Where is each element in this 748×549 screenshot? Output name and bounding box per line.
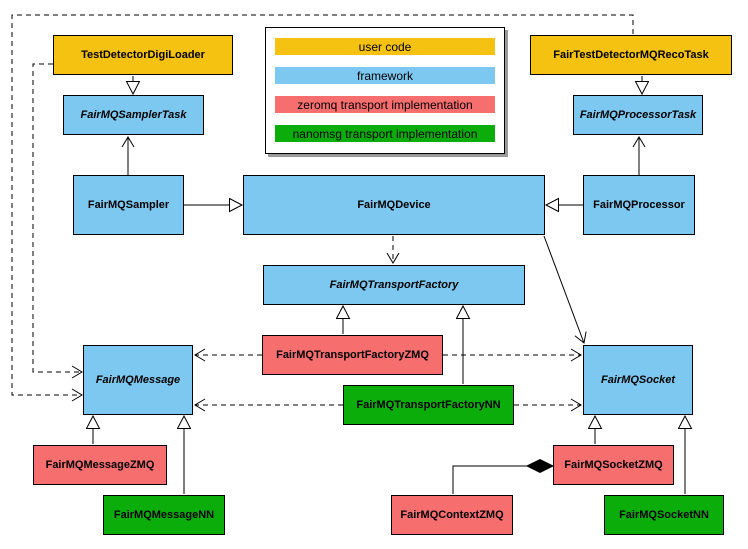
legend-label: user code [358,39,412,54]
node-label: FairMQMessageZMQ [45,459,155,471]
node-fairmqsamplertask: FairMQSamplerTask [63,95,204,135]
node-label: FairMQTransportFactoryZMQ [276,349,429,361]
node-label: FairTestDetectorMQRecoTask [553,49,709,61]
node-fairmqsocketzmq: FairMQSocketZMQ [553,445,674,485]
node-label: FairMQProcessorTask [579,109,697,121]
node-fairmqtransportfactoryzmq: FairMQTransportFactoryZMQ [262,335,443,375]
node-label: FairMQSocketZMQ [564,459,663,471]
node-fairmqprocessortask: FairMQProcessorTask [573,95,703,135]
edge-digiloader-message [32,63,83,379]
node-label: FairMQSamplerTask [80,109,187,121]
node-fairmqtransportfactory: FairMQTransportFactory [263,265,525,305]
legend-item-zeromq: zeromq transport implementation [275,96,495,113]
legend-label: nanomsg transport implementation [292,126,478,141]
node-label: FairMQProcessor [593,199,685,211]
legend: user code framework zeromq transport imp… [265,27,505,154]
edge-recotask-message [11,14,634,402]
edge-contextzmq-socketzmq [452,465,527,494]
node-label: FairMQSocket [601,374,675,386]
composition-diamond [525,458,555,474]
node-fairmqsocket: FairMQSocket [583,345,693,415]
node-fairmqcontextzmq: FairMQContextZMQ [391,495,513,535]
legend-item-nanomsg: nanomsg transport implementation [275,125,495,142]
node-label: FairMQMessage [95,374,181,386]
legend-item-user-code: user code [275,38,495,55]
node-fairmqmessagezmq: FairMQMessageZMQ [33,445,167,485]
node-fairtestdetectormqrecotask: FairTestDetectorMQRecoTask [530,35,732,75]
node-label: TestDetectorDigiLoader [81,49,205,61]
legend-item-framework: framework [275,67,495,84]
legend-label: zeromq transport implementation [297,97,473,112]
node-fairmqdevice: FairMQDevice [243,175,545,235]
node-label: FairMQContextZMQ [400,509,504,521]
node-fairmqprocessor: FairMQProcessor [583,175,695,235]
node-fairmqsampler: FairMQSampler [73,175,184,235]
node-fairmqmessagenn: FairMQMessageNN [103,495,225,535]
node-label: FairMQTransportFactory [329,279,459,291]
node-label: FairMQSocketNN [619,509,709,521]
node-label: FairMQMessageNN [113,509,215,521]
node-fairmqtransportfactorynn: FairMQTransportFactoryNN [343,385,514,425]
node-label: FairMQSampler [87,199,170,211]
node-label: FairMQDevice [357,199,431,211]
legend-label: framework [356,68,413,83]
edge-device-socket [543,235,587,344]
node-testdetectordigiloader: TestDetectorDigiLoader [53,35,233,75]
node-fairmqmessage: FairMQMessage [83,345,193,415]
node-label: FairMQTransportFactoryNN [356,399,501,411]
node-fairmqsocketnn: FairMQSocketNN [604,495,724,535]
